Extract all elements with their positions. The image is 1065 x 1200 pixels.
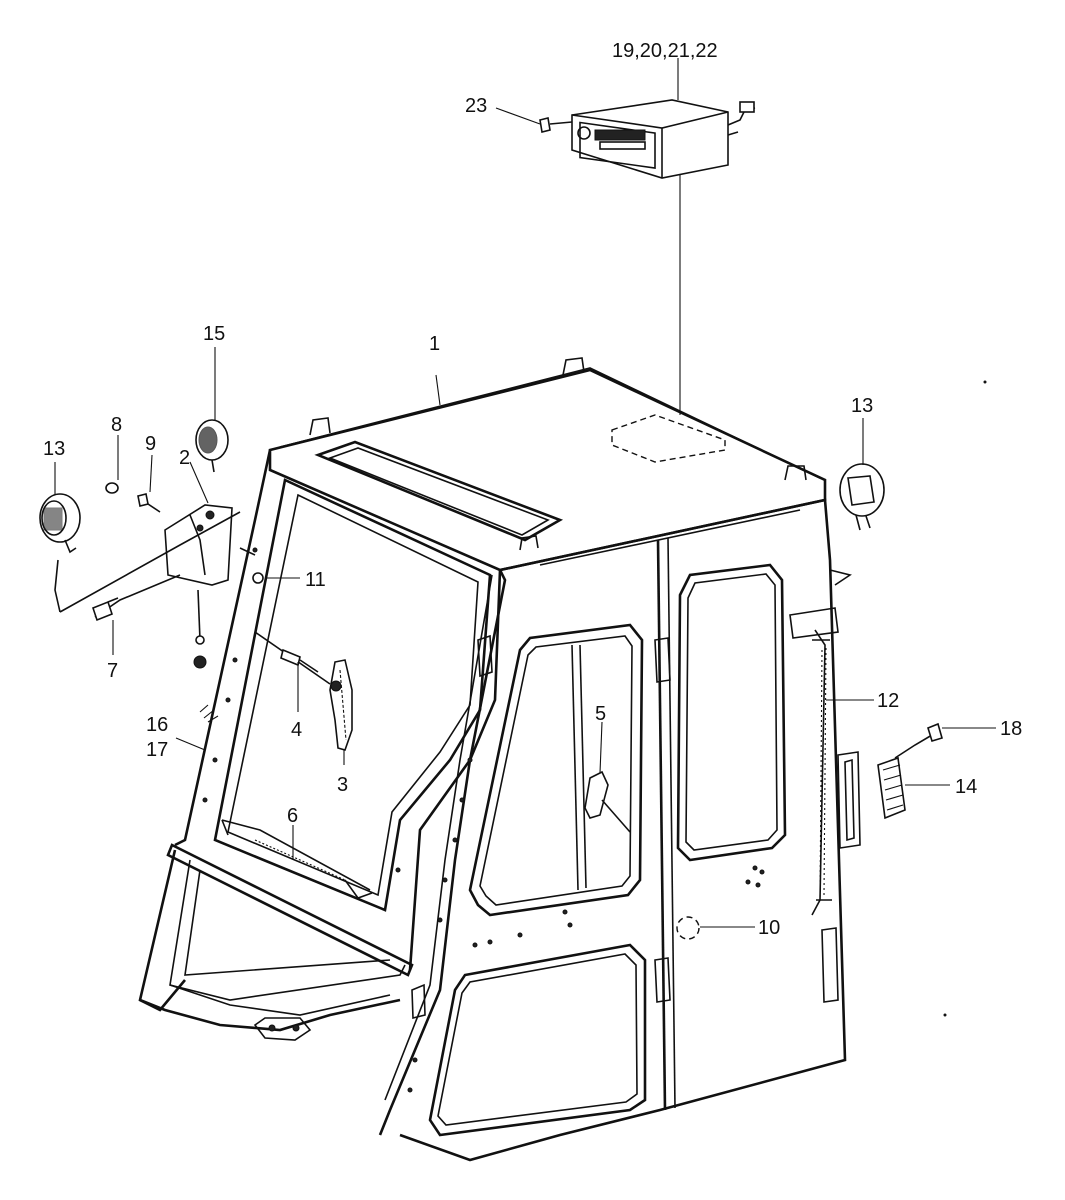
callout-15: 15 (203, 323, 225, 345)
rivets (202, 547, 765, 1093)
leader-lines (54, 58, 996, 928)
callout-6: 6 (287, 805, 298, 827)
cab-body (138, 357, 861, 1162)
callout-3: 3 (337, 774, 348, 796)
callout-7: 7 (107, 660, 118, 682)
callout-23: 23 (465, 95, 487, 117)
callout-19-22: 19,20,21,22 (612, 40, 718, 62)
callout-17: 17 (146, 739, 168, 761)
callout-8: 8 (111, 414, 122, 436)
callout-12: 12 (877, 690, 899, 712)
callout-2: 2 (179, 447, 190, 469)
speaker-right (839, 463, 885, 531)
callout-13-right: 13 (851, 395, 873, 417)
grommet-11 (252, 572, 264, 584)
wiper-assembly (254, 631, 353, 751)
callout-10: 10 (758, 917, 780, 939)
callout-11: 11 (305, 569, 326, 591)
callout-4: 4 (291, 719, 302, 741)
lamp-14 (877, 722, 943, 820)
callout-13-left: 13 (43, 438, 65, 460)
radio-unit (539, 99, 756, 179)
wiper-strip-6 (221, 819, 373, 899)
callout-labels: 19,20,21,22 23 1 15 13 13 8 9 2 11 7 4 5… (43, 40, 1022, 939)
callout-1: 1 (429, 333, 440, 355)
door-handle-5 (584, 770, 631, 833)
callout-18: 18 (1000, 718, 1022, 740)
callout-14: 14 (955, 776, 977, 798)
callout-9: 9 (145, 433, 156, 455)
mirror-bracket (54, 482, 256, 669)
callout-5: 5 (595, 703, 606, 725)
speaker-top (195, 419, 229, 473)
callout-16: 16 (146, 714, 168, 736)
speaker-left (39, 493, 81, 554)
